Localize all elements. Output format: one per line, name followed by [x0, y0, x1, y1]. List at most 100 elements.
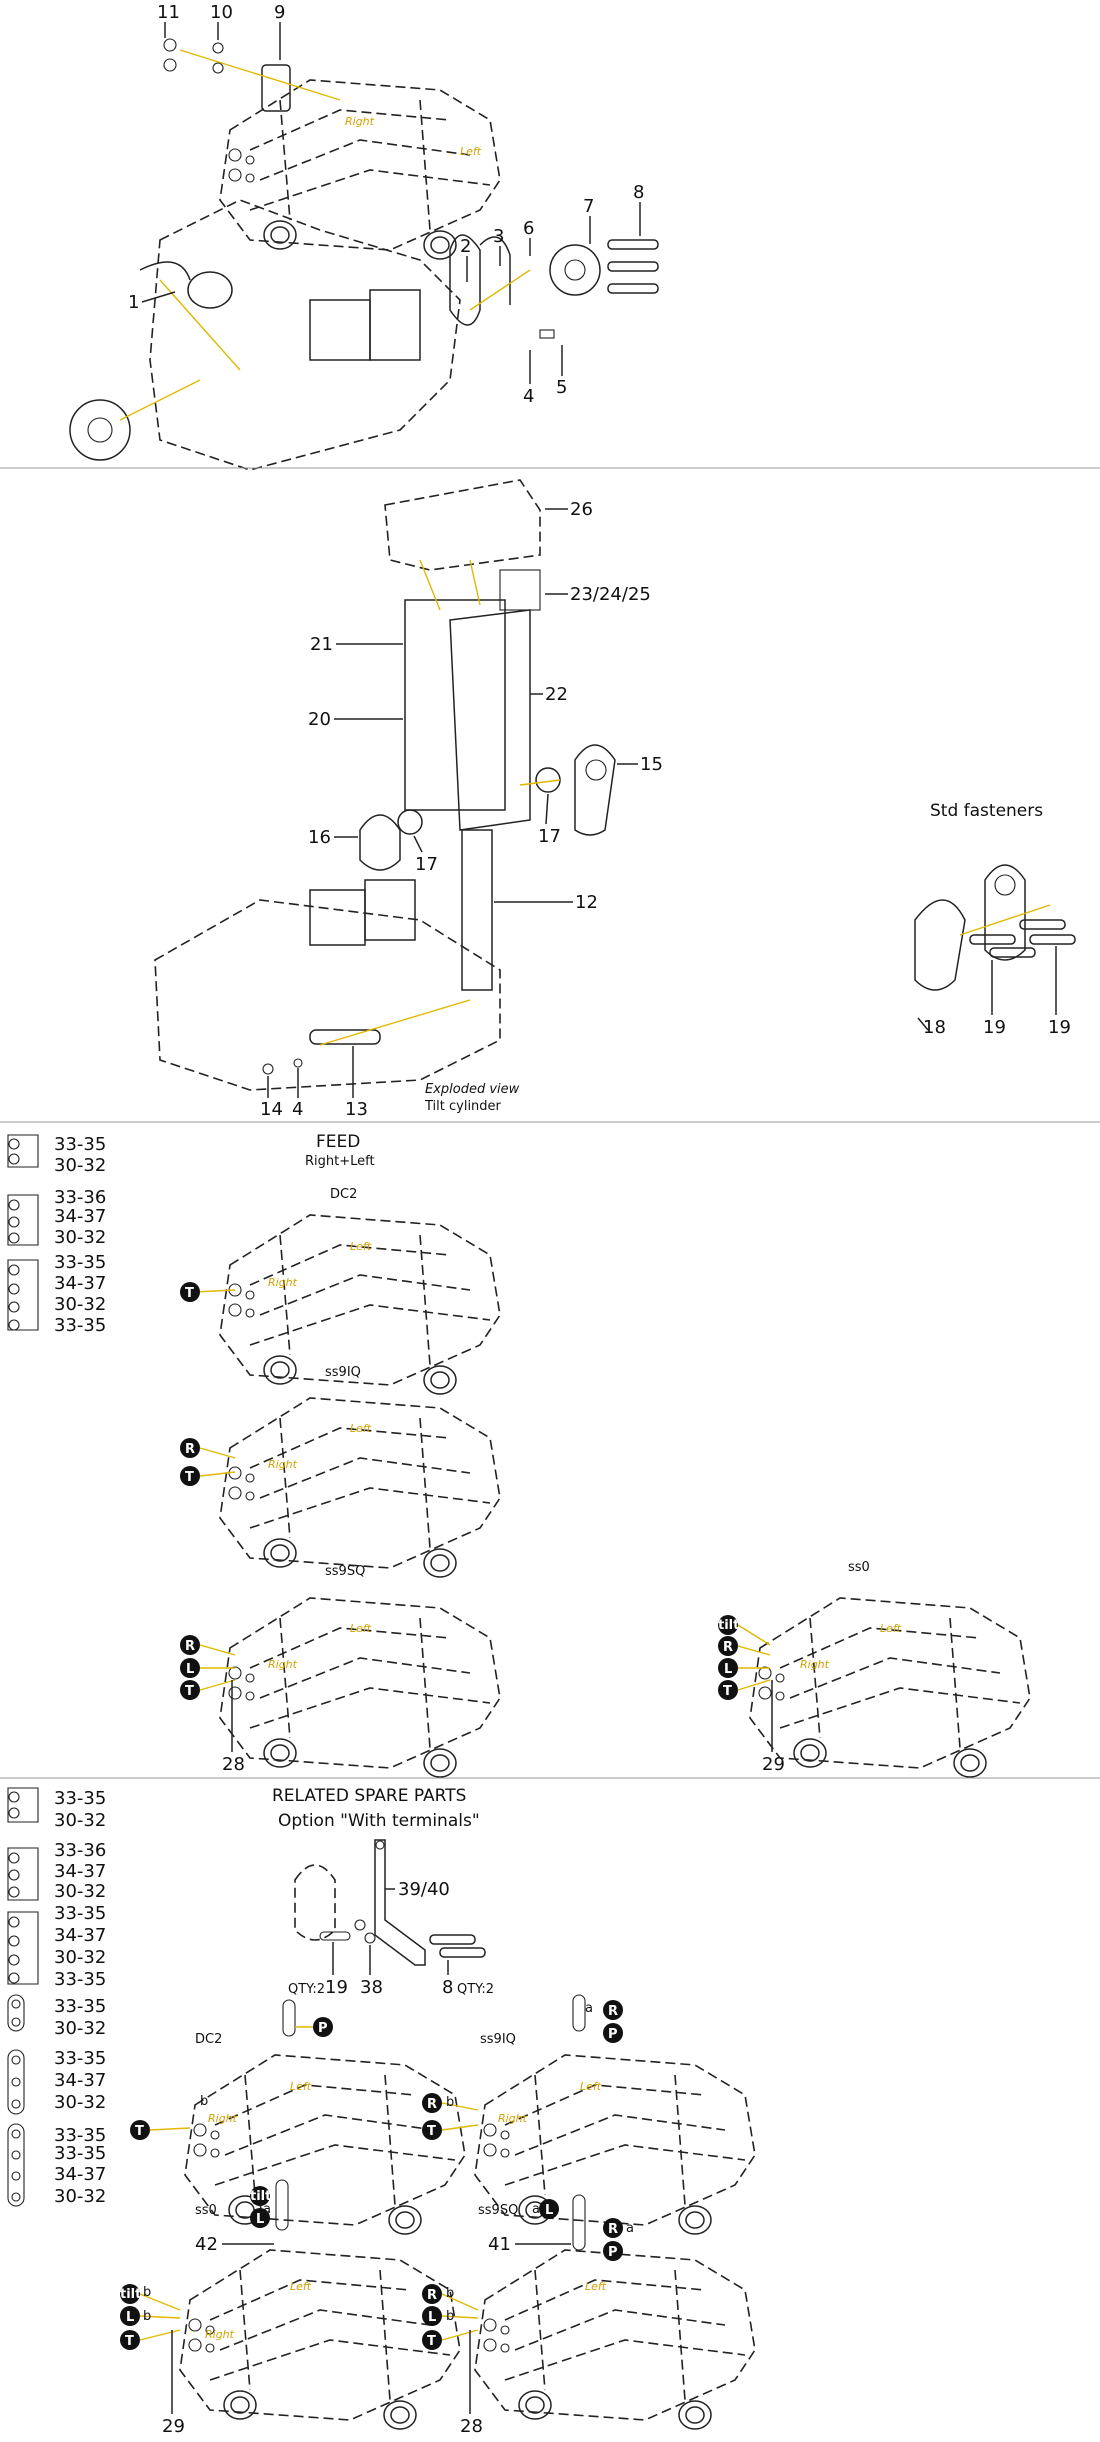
svg-text:b: b	[143, 2285, 151, 2300]
callout-4b: 4	[292, 1099, 303, 1120]
svg-text:30-32: 30-32	[54, 1294, 106, 1315]
svg-text:33-35: 33-35	[54, 1252, 106, 1273]
svg-text:L: L	[186, 1662, 194, 1677]
svg-text:P: P	[608, 2245, 618, 2260]
svg-text:ss9SQ: ss9SQ	[325, 1564, 365, 1579]
svg-text:Left: Left	[880, 1622, 902, 1635]
svg-text:34-37: 34-37	[54, 1206, 106, 1227]
svg-text:L: L	[724, 1662, 732, 1677]
svg-text:P: P	[608, 2027, 618, 2042]
callout-10: 10	[210, 2, 233, 23]
svg-text:tilt: tilt	[250, 2189, 271, 2204]
callout-39-40: 39/40	[398, 1879, 450, 1900]
callout-12: 12	[575, 892, 598, 913]
svg-text:a: a	[263, 2202, 271, 2217]
svg-text:R: R	[608, 2004, 618, 2019]
svg-text:Left: Left	[350, 1240, 372, 1253]
svg-text:L: L	[545, 2203, 553, 2218]
svg-text:T: T	[185, 1286, 194, 1301]
svg-text:R: R	[427, 2097, 437, 2112]
callout-28b: 28	[460, 2416, 483, 2437]
callout-29: 29	[762, 1754, 785, 1775]
svg-text:30-32: 30-32	[54, 1155, 106, 1176]
svg-text:b: b	[200, 2094, 208, 2109]
terminal-bracket-assembly: 39/40 19 38 8 QTY:2 QTY:2	[288, 1839, 494, 1998]
callout-17a: 17	[415, 854, 438, 875]
svg-text:a: a	[532, 2202, 540, 2217]
svg-text:33-35: 33-35	[54, 2125, 106, 2146]
side-group-2: 33-36 34-37 30-32	[7, 1187, 106, 1248]
callout-13: 13	[345, 1099, 368, 1120]
feed-title: FEED	[316, 1132, 360, 1152]
side-group-3: 33-35 34-37 30-32 33-35	[7, 1252, 106, 1336]
callout-23-24-25: 23/24/25	[570, 584, 651, 605]
badge-r	[180, 1438, 200, 1458]
callout-42: 42	[195, 2234, 218, 2255]
callout-8: 8	[633, 182, 644, 203]
label-right: Right	[345, 115, 375, 128]
svg-text:33-35: 33-35	[54, 1315, 106, 1336]
callout-6: 6	[523, 218, 534, 239]
badge-t	[180, 1282, 200, 1302]
svg-text:QTY:2: QTY:2	[288, 1982, 325, 1997]
callout-5: 5	[556, 377, 567, 398]
frame-dc2: DC2 Left Right T	[180, 1187, 501, 1395]
callout-8: 8	[442, 1977, 453, 1998]
svg-text:Left: Left	[290, 2080, 312, 2093]
svg-text:b: b	[446, 2286, 454, 2301]
svg-text:T: T	[723, 1684, 732, 1699]
svg-text:QTY:2: QTY:2	[457, 1982, 494, 1997]
svg-text:Right: Right	[208, 2112, 238, 2125]
svg-text:L: L	[256, 2212, 264, 2227]
svg-text:L: L	[126, 2310, 134, 2325]
svg-text:30-32: 30-32	[54, 1810, 106, 1831]
frame-ss9iq: ss9IQ Left Right R T	[180, 1365, 501, 1578]
exploded-view-label: Exploded view	[425, 1082, 520, 1097]
callout-16: 16	[308, 827, 331, 848]
svg-text:30-32: 30-32	[54, 2092, 106, 2113]
badge-t	[180, 1466, 200, 1486]
frame-ss9iq-terminals: ss9IQ R P R T Left Right	[422, 1994, 756, 2235]
svg-text:Left: Left	[290, 2280, 312, 2293]
svg-text:Right: Right	[268, 1458, 298, 1471]
svg-text:R: R	[723, 1640, 733, 1655]
frame-dc2-terminals: DC2 P T Left Right	[130, 1999, 466, 2235]
svg-text:T: T	[185, 1684, 194, 1699]
callout-22: 22	[545, 684, 568, 705]
callout-38: 38	[360, 1977, 383, 1998]
svg-text:T: T	[427, 2334, 436, 2349]
svg-text:Left: Left	[350, 1422, 372, 1435]
svg-text:b: b	[143, 2309, 151, 2324]
svg-text:ss0: ss0	[195, 2203, 217, 2218]
svg-text:34-37: 34-37	[54, 1925, 106, 1946]
callout-15: 15	[640, 754, 663, 775]
svg-text:Right: Right	[205, 2328, 235, 2341]
callout-20: 20	[308, 709, 331, 730]
svg-text:Left: Left	[350, 1622, 372, 1635]
side-group-1: 33-35 30-32	[7, 1134, 106, 1176]
frame-ss9sq: ss9SQ Left Right R L T 28	[180, 1564, 501, 1778]
callout-19b: 19	[1048, 1017, 1071, 1038]
section-1-rotator-assembly: Right Left 11 10 9 1 2 3 6 7 8 4 5	[69, 2, 659, 471]
svg-text:33-35: 33-35	[54, 1903, 106, 1924]
svg-text:a: a	[585, 2001, 593, 2016]
svg-text:b: b	[446, 2095, 454, 2110]
std-fasteners-title: Std fasteners	[930, 801, 1043, 821]
svg-text:Right: Right	[800, 1658, 830, 1671]
svg-text:T: T	[125, 2334, 134, 2349]
svg-text:34-37: 34-37	[54, 1861, 106, 1882]
callout-18: 18	[923, 1017, 946, 1038]
svg-text:Right: Right	[268, 1658, 298, 1671]
svg-text:Right: Right	[268, 1276, 298, 1289]
svg-text:tilt: tilt	[120, 2287, 141, 2302]
svg-text:b: b	[446, 2309, 454, 2324]
tilt-cylinder-label: Tilt cylinder	[424, 1099, 502, 1114]
svg-text:ss9IQ: ss9IQ	[480, 2032, 516, 2047]
svg-text:30-32: 30-32	[54, 1947, 106, 1968]
svg-text:P: P	[318, 2021, 328, 2036]
spare-parts-title: RELATED SPARE PARTS	[272, 1786, 466, 1806]
svg-text:33-36: 33-36	[54, 1840, 106, 1861]
callout-26: 26	[570, 499, 593, 520]
svg-text:33-35: 33-35	[54, 1134, 106, 1155]
